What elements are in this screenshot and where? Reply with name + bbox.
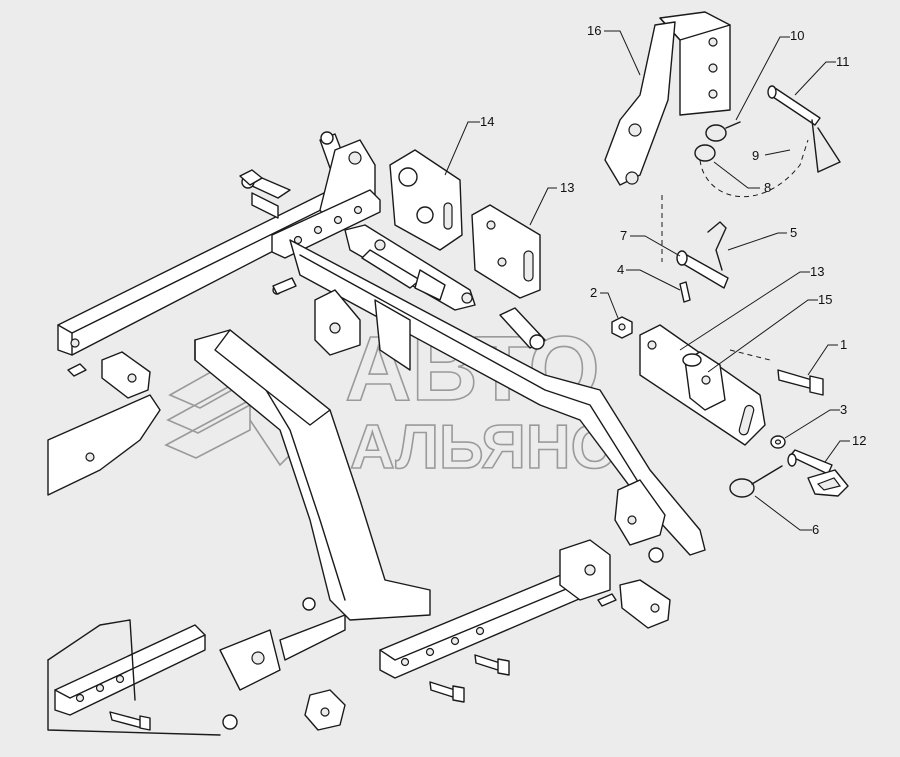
part-2-nut	[611, 316, 633, 339]
callout-16: 16	[587, 23, 601, 38]
callout-9: 9	[752, 148, 759, 163]
part-11-lynch-pin	[767, 85, 841, 173]
bolt-lower-3	[474, 654, 510, 676]
callout-12: 12	[852, 433, 866, 448]
callout-labels: 16 10 11 9 8 14 13 7 5 4 2 13 15 1 3 12 …	[480, 23, 866, 537]
callout-7: 7	[620, 228, 627, 243]
part-7-pin	[676, 250, 729, 289]
bolt-lower-1	[109, 711, 151, 731]
a-frame	[194, 329, 431, 621]
part-12-pin	[787, 449, 849, 497]
callout-3: 3	[840, 402, 847, 417]
callout-14: 14	[480, 114, 494, 129]
nut-lower	[302, 597, 316, 611]
callout-2: 2	[590, 285, 597, 300]
bolt-lower-2	[429, 681, 465, 703]
callout-11: 11	[836, 54, 850, 69]
callout-6: 6	[812, 522, 819, 537]
callout-10: 10	[790, 28, 804, 43]
assembly-axis-lower	[729, 349, 771, 361]
side-plate-left	[314, 289, 411, 371]
callout-13-upper: 13	[560, 180, 574, 195]
part-1-bolt	[777, 369, 824, 396]
part-13-plate-upper	[471, 204, 541, 299]
part-4-roll-pin	[679, 281, 691, 303]
callout-4: 4	[617, 262, 624, 277]
callout-15: 15	[818, 292, 832, 307]
left-support	[47, 351, 161, 496]
part-10-ring	[705, 121, 741, 142]
lower-right-arm	[379, 539, 671, 679]
part-9-chain	[699, 139, 809, 198]
part-5-clip	[707, 221, 727, 271]
callout-1: 1	[840, 337, 847, 352]
callout-8: 8	[764, 180, 771, 195]
lower-left-arm	[47, 614, 346, 736]
part-6-ring-pin	[729, 465, 783, 498]
callout-5: 5	[790, 225, 797, 240]
callout-13-lower: 13	[810, 264, 824, 279]
leader-lines	[444, 30, 850, 531]
part-8-ring	[694, 144, 716, 162]
watermark-line-2: АЛЬЯНС	[350, 413, 615, 482]
part-14-plate	[389, 149, 463, 251]
part-16-bracket	[604, 11, 731, 186]
part-3-washer	[770, 435, 786, 449]
upper-bracket	[271, 131, 381, 295]
